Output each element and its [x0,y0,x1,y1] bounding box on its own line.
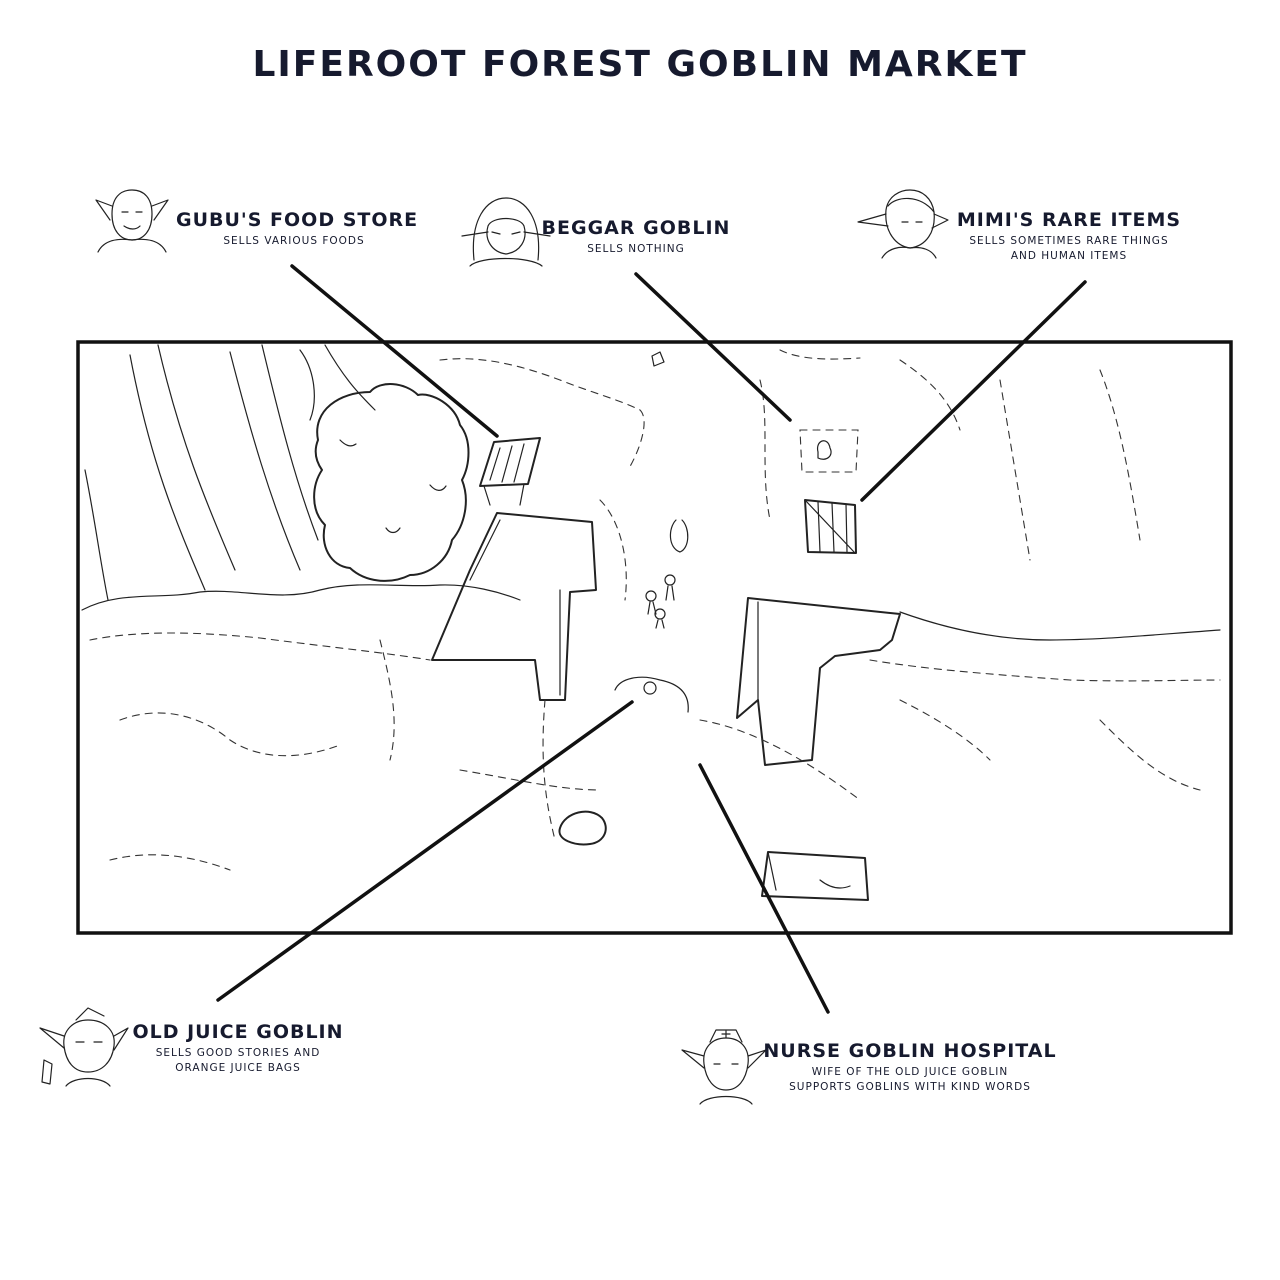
location-label-gubu: GUBU'S FOOD STORE SELLS VARIOUS FOODS [176,209,419,249]
leader-line-beggar [634,272,792,422]
goblin-girl-portrait-icon [857,189,949,259]
goblin-nurse-portrait-icon [681,1029,767,1105]
leader-line-nurse [698,763,830,1014]
leader-lines [216,264,1087,1014]
goblin-old-portrait-icon [39,1007,129,1087]
location-desc: AND HUMAN ITEMS [1010,250,1128,262]
location-desc: SELLS GOOD STORIES AND [155,1047,321,1059]
leader-line-juice [216,700,634,1002]
location-name: OLD JUICE GOBLIN [132,1021,344,1043]
location-name: MIMI'S RARE ITEMS [956,209,1182,231]
location-desc: SUPPORTS GOBLINS WITH KIND WORDS [789,1081,1031,1093]
location-desc: SELLS SOMETIMES RARE THINGS [969,235,1169,247]
location-label-juice: OLD JUICE GOBLIN SELLS GOOD STORIES AND … [124,1021,352,1076]
location-name: GUBU'S FOOD STORE [176,209,419,231]
goblin-bald-portrait-icon [95,189,169,253]
location-desc: WIFE OF THE OLD JUICE GOBLIN [811,1066,1009,1078]
location-desc: ORANGE JUICE BAGS [175,1062,301,1074]
leader-line-gubu [290,264,499,438]
location-label-nurse: NURSE GOBLIN HOSPITAL WIFE OF THE OLD JU… [762,1040,1058,1095]
leader-line-mimi [860,280,1087,502]
goblin-hooded-portrait-icon [461,197,551,267]
location-label-beggar: BEGGAR GOBLIN SELLS NOTHING [536,217,736,257]
location-desc: SELLS VARIOUS FOODS [223,235,365,247]
location-name: NURSE GOBLIN HOSPITAL [763,1040,1057,1062]
page-title: LIFEROOT FOREST GOBLIN MARKET [252,44,1028,85]
location-name: BEGGAR GOBLIN [541,217,731,239]
map-frame [76,340,1233,935]
location-desc: SELLS NOTHING [587,243,685,255]
location-label-mimi: MIMI'S RARE ITEMS SELLS SOMETIMES RARE T… [944,209,1194,264]
forest-map-sketch [81,344,1221,901]
